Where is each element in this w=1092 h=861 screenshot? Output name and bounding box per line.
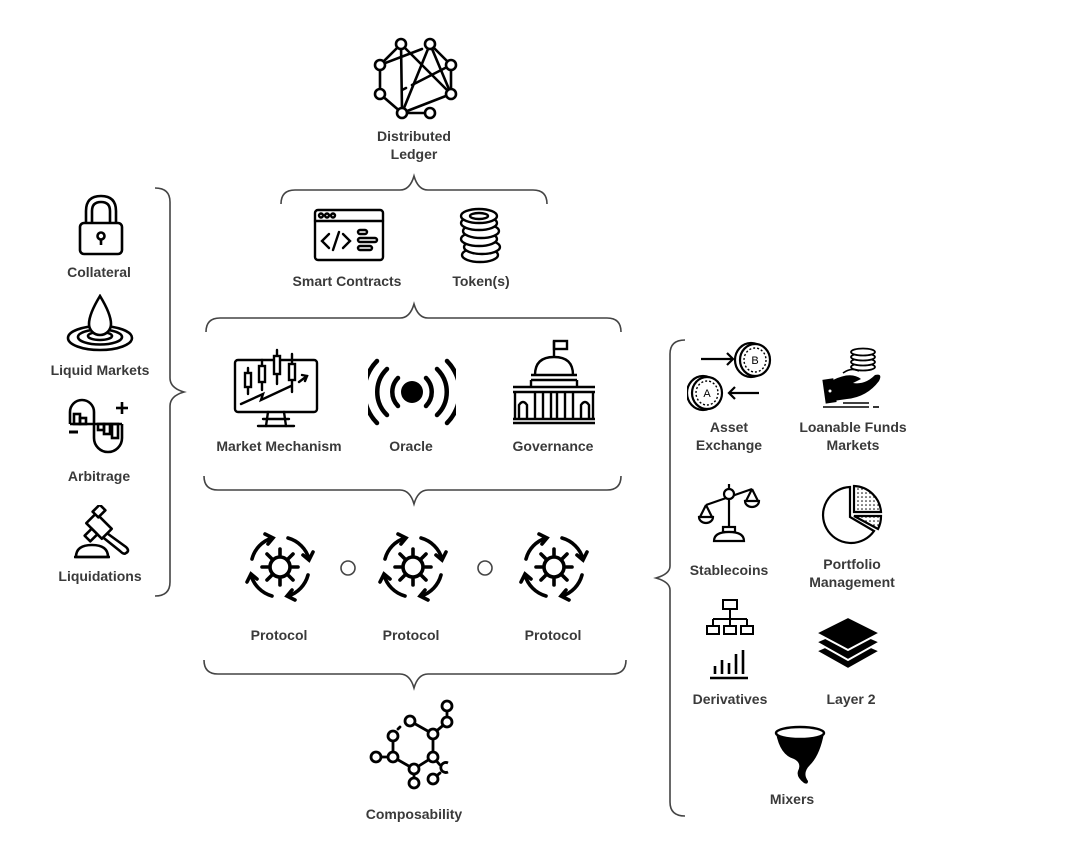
liquidations-label: Liquidations [58, 568, 142, 584]
balance-scale-icon [697, 484, 761, 543]
liquid-markets-label: Liquid Markets [50, 362, 150, 378]
label-line: Management [809, 574, 895, 590]
market-mechanism-label: Market Mechanism [216, 438, 342, 454]
smart-contracts-label: Smart Contracts [292, 273, 402, 289]
collateral-label: Collateral [67, 264, 131, 280]
label-line: Markets [826, 437, 880, 453]
loanable-funds-label: Loanable Funds Markets [799, 418, 906, 454]
coin-stack-icon [459, 207, 502, 264]
mixers-label: Mixers [769, 791, 815, 807]
coin-swap-icon: B A [687, 341, 772, 412]
protocol-label: Protocol [524, 627, 582, 643]
label-line: Exchange [695, 437, 763, 453]
candlestick-monitor-icon [233, 348, 319, 428]
oracle-label: Oracle [389, 438, 433, 454]
layers-icon [814, 615, 882, 671]
gear-cycle-icon [378, 532, 448, 602]
coin-a-letter: A [703, 388, 711, 400]
stablecoins-label: Stablecoins [689, 562, 769, 578]
connector-circle-icon [340, 560, 356, 576]
network-graph-icon [373, 37, 458, 120]
brace-layer2 [203, 475, 622, 507]
brace-protocols [203, 659, 627, 691]
label-line: Asset [709, 419, 749, 435]
label-line: Loanable Funds [799, 419, 907, 435]
brace-layer1 [205, 301, 622, 333]
hand-coins-icon [822, 347, 881, 408]
gear-cycle-icon [245, 532, 315, 602]
gavel-icon [74, 505, 130, 559]
arbitrage-icon [68, 398, 128, 454]
portfolio-management-label: Portfolio Management [809, 555, 895, 591]
padlock-icon [78, 194, 124, 256]
label-line: Distributed [377, 128, 451, 144]
code-window-icon [313, 208, 385, 262]
protocol-label: Protocol [250, 627, 308, 643]
governance-label: Governance [512, 438, 594, 454]
coin-b-letter: B [751, 355, 758, 367]
distributed-ledger-label: Distributed Ledger [377, 127, 451, 163]
brace-right [653, 339, 686, 817]
brace-left [154, 187, 187, 597]
composability-label: Composability [365, 806, 463, 822]
water-drop-icon [66, 294, 134, 352]
pie-chart-icon [821, 484, 883, 545]
molecule-icon [369, 699, 454, 790]
broadcast-signal-icon [368, 358, 456, 426]
tokens-label: Token(s) [452, 273, 510, 289]
protocol-label: Protocol [382, 627, 440, 643]
label-line: Ledger [390, 146, 438, 162]
asset-exchange-label: Asset Exchange [696, 418, 762, 454]
connector-circle-icon [477, 560, 493, 576]
arbitrage-label: Arbitrage [67, 468, 131, 484]
brace-ledger [280, 173, 548, 205]
hierarchy-bars-icon [706, 599, 754, 680]
capitol-building-icon [513, 339, 595, 425]
label-line: Portfolio [823, 556, 881, 572]
gear-cycle-icon [519, 532, 589, 602]
layer-2-label: Layer 2 [826, 691, 876, 707]
derivatives-label: Derivatives [692, 691, 768, 707]
tornado-icon [774, 725, 826, 784]
